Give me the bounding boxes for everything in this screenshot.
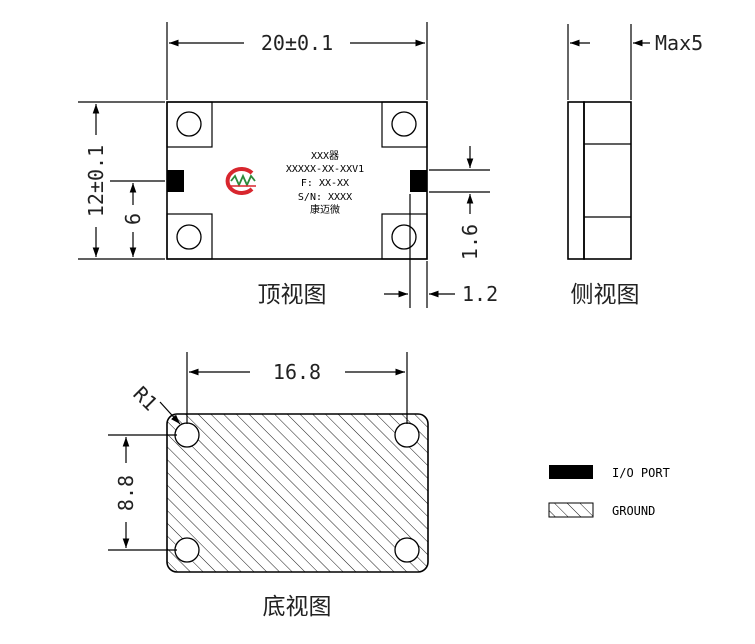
side-view-board xyxy=(567,101,585,260)
dim-bottom-height-label: 8.8 xyxy=(114,475,138,511)
bottom-view-title: 底视图 xyxy=(263,594,332,620)
dim-top-width-label: 20±0.1 xyxy=(261,31,333,55)
dim-top-height-label: 12±0.1 xyxy=(84,145,108,217)
chip-label-line1: XXX器 xyxy=(311,150,339,162)
side-view-body xyxy=(583,101,632,260)
legend-ground-swatch xyxy=(548,502,594,518)
legend: I/O PORT GROUND xyxy=(548,465,670,518)
bottom-hole-br xyxy=(394,537,420,563)
io-port-left xyxy=(167,170,184,192)
dim-port-offset-label: 6 xyxy=(121,213,145,225)
top-ground-pad-tr xyxy=(381,101,428,148)
dim-bottom-width-label: 16.8 xyxy=(273,360,321,384)
dim-bottom-radius-label: R1 xyxy=(128,382,162,416)
dim-top-height: 12±0.1 xyxy=(78,101,165,260)
top-ground-pad-bl xyxy=(166,213,213,260)
dim-side-max: Max5 xyxy=(567,24,703,100)
dim-port-width: 1.2 xyxy=(384,194,498,308)
bottom-view: 16.8 8.8 R1 底视图 xyxy=(108,352,429,620)
dim-port-height-label: 1.6 xyxy=(458,224,482,260)
chip-label-line4: S/N: XXXX xyxy=(298,192,352,203)
dim-bottom-height: 8.8 xyxy=(108,434,177,551)
chip-label-line3: F: XX-XX xyxy=(301,178,349,189)
io-port-right xyxy=(410,170,427,192)
chip-label-line5: 康迈微 xyxy=(310,203,340,216)
bottom-hole-tr xyxy=(394,422,420,448)
dim-port-width-label: 1.2 xyxy=(462,282,498,306)
chip-label-line2: XXXXX-XX-XXV1 xyxy=(286,164,364,175)
dim-side-max-label: Max5 xyxy=(655,31,703,55)
side-view: Max5 侧视图 xyxy=(567,24,703,308)
dim-port-height: 1.6 xyxy=(429,146,490,260)
bottom-hole-bl xyxy=(174,537,200,563)
top-view: XXX器 XXXXX-XX-XXV1 F: XX-XX S/N: XXXX 康迈… xyxy=(78,22,498,308)
legend-io-port-swatch xyxy=(549,465,593,479)
bottom-hole-tl xyxy=(174,422,200,448)
top-ground-pad-tl xyxy=(166,101,213,148)
dim-bottom-width: 16.8 xyxy=(186,352,408,424)
legend-ground-label: GROUND xyxy=(612,504,655,518)
legend-io-port-label: I/O PORT xyxy=(612,466,670,480)
dim-port-offset: 6 xyxy=(110,180,165,257)
top-view-body xyxy=(166,101,428,260)
top-view-title: 顶视图 xyxy=(258,282,327,308)
logo-icon xyxy=(225,167,256,195)
side-view-title: 侧视图 xyxy=(571,282,640,308)
bottom-view-ground-plane xyxy=(166,413,429,573)
dim-top-width: 20±0.1 xyxy=(166,22,428,100)
top-ground-pad-br xyxy=(381,213,428,260)
